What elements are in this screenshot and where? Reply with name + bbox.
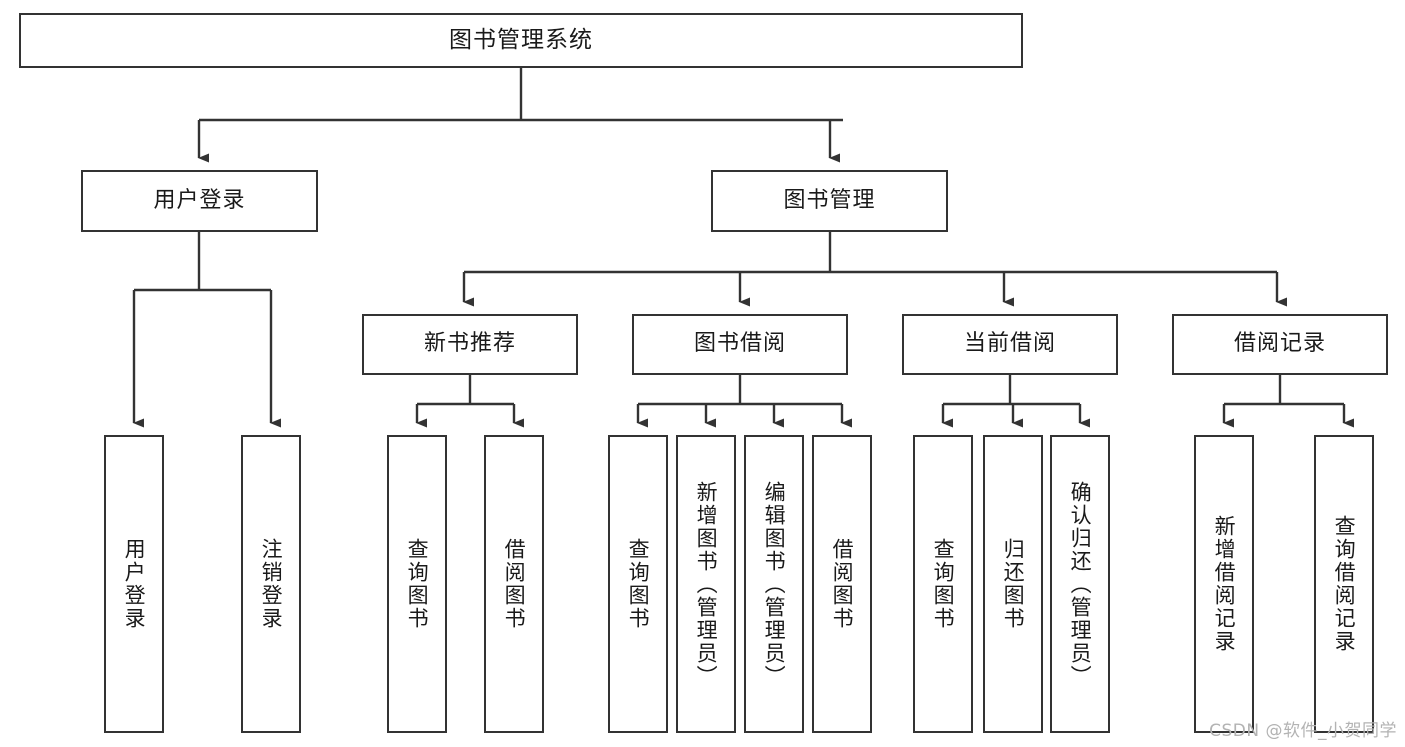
leaf-query-record-label: 查询借阅记录 (1332, 515, 1357, 653)
watermark: CSDN @软件_小贺同学 (1209, 721, 1397, 741)
node-book-management-label: 图书管理 (783, 187, 876, 213)
leaf-borrow-book-2-label: 借阅图书 (830, 538, 855, 630)
node-borrow-record-label: 借阅记录 (1233, 331, 1326, 357)
leaf-query-book-3[interactable]: 查询图书 (913, 435, 973, 733)
leaf-borrow-book-1[interactable]: 借阅图书 (484, 435, 544, 733)
leaf-edit-book-label: 编辑图书（管理员） (762, 480, 787, 688)
node-new-book-recommend[interactable]: 新书推荐 (362, 314, 578, 375)
leaf-edit-book[interactable]: 编辑图书（管理员） (744, 435, 804, 733)
leaf-borrow-book-1-label: 借阅图书 (502, 538, 527, 630)
leaf-logout[interactable]: 注销登录 (241, 435, 301, 733)
node-new-book-recommend-label: 新书推荐 (423, 331, 516, 357)
node-current-borrow-label: 当前借阅 (963, 331, 1056, 357)
leaf-return-book-label: 归还图书 (1001, 538, 1026, 630)
leaf-return-book[interactable]: 归还图书 (983, 435, 1043, 733)
leaf-user-login[interactable]: 用户登录 (104, 435, 164, 733)
leaf-query-book-2-label: 查询图书 (626, 538, 651, 630)
node-borrow-record[interactable]: 借阅记录 (1172, 314, 1388, 375)
leaf-confirm-return-label: 确认归还（管理员） (1068, 480, 1093, 688)
node-book-borrow-label: 图书借阅 (693, 331, 786, 357)
node-user-login[interactable]: 用户登录 (81, 170, 318, 232)
leaf-add-book-label: 新增图书（管理员） (694, 480, 719, 688)
leaf-query-record[interactable]: 查询借阅记录 (1314, 435, 1374, 733)
leaf-query-book-1[interactable]: 查询图书 (387, 435, 447, 733)
leaf-query-book-1-label: 查询图书 (405, 538, 430, 630)
leaf-confirm-return[interactable]: 确认归还（管理员） (1050, 435, 1110, 733)
node-book-management[interactable]: 图书管理 (711, 170, 948, 232)
leaf-query-book-2[interactable]: 查询图书 (608, 435, 668, 733)
leaf-logout-label: 注销登录 (259, 538, 284, 630)
leaf-user-login-label: 用户登录 (122, 538, 147, 630)
leaf-add-record[interactable]: 新增借阅记录 (1194, 435, 1254, 733)
node-root-label: 图书管理系统 (449, 26, 593, 53)
node-current-borrow[interactable]: 当前借阅 (902, 314, 1118, 375)
leaf-add-book[interactable]: 新增图书（管理员） (676, 435, 736, 733)
leaf-add-record-label: 新增借阅记录 (1212, 515, 1237, 653)
leaf-query-book-3-label: 查询图书 (931, 538, 956, 630)
node-root[interactable]: 图书管理系统 (19, 13, 1023, 68)
node-book-borrow[interactable]: 图书借阅 (632, 314, 848, 375)
node-user-login-label: 用户登录 (153, 187, 246, 213)
leaf-borrow-book-2[interactable]: 借阅图书 (812, 435, 872, 733)
